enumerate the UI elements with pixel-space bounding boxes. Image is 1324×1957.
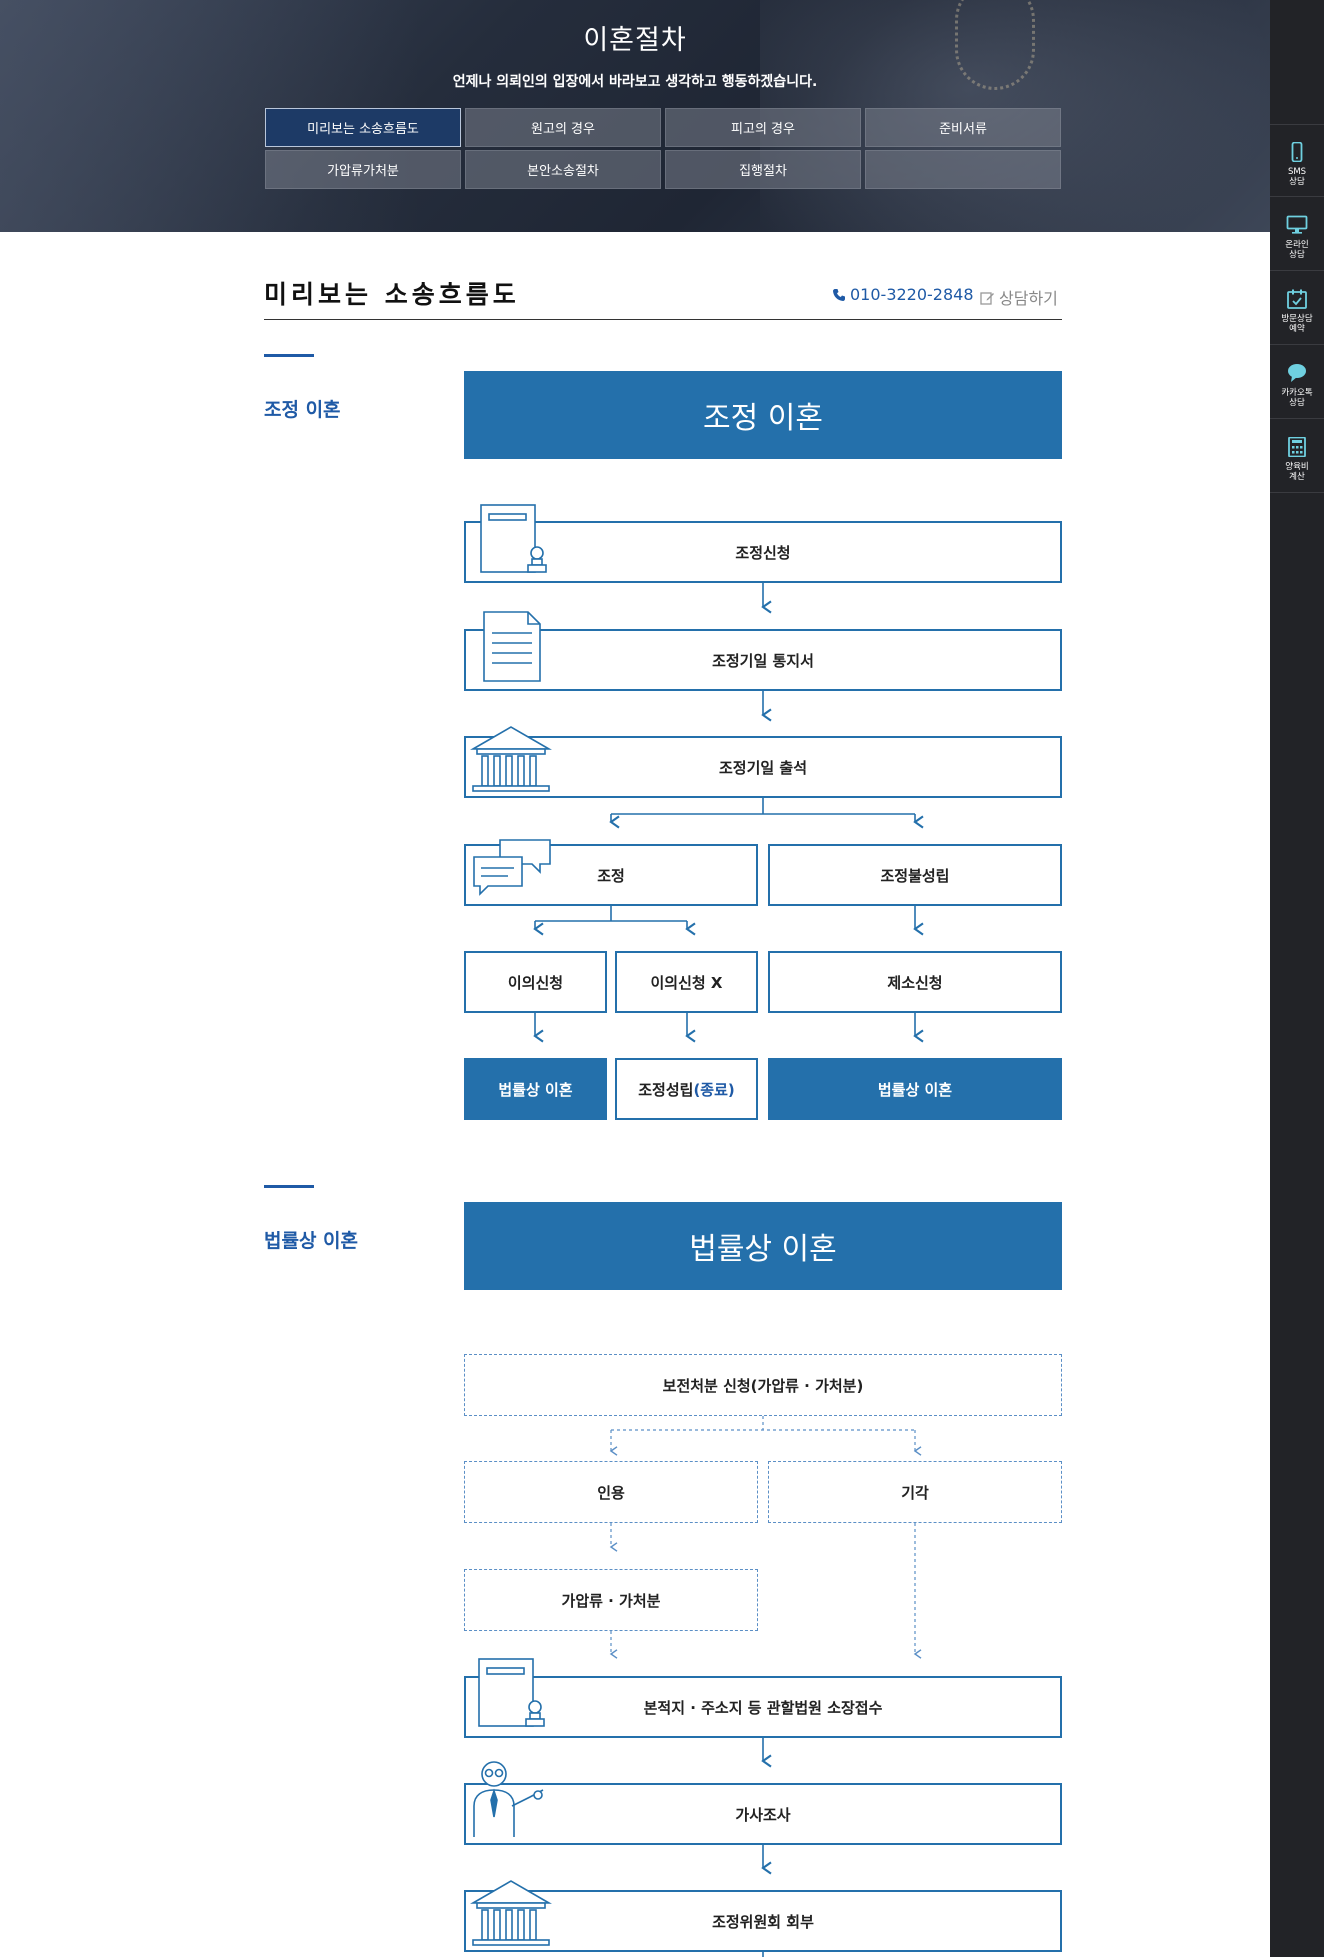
step-legal-divorce-right: 법률상 이혼	[768, 1058, 1062, 1120]
step-family-investigation: 가사조사	[464, 1783, 1062, 1845]
step-complaint-filing: 본적지 · 주소지 등 관할법원 소장접수	[464, 1676, 1062, 1738]
step-mediation-established: 조정성립(종료)	[615, 1058, 758, 1120]
section1-label: 조정 이혼	[264, 399, 341, 421]
step-mediation-attend: 조정기일 출석	[464, 736, 1062, 798]
step-no-objection: 이의신청 X	[615, 951, 758, 1013]
hero-banner: 이혼절차 언제나 의뢰인의 입장에서 바라보고 생각하고 행동하겠습니다. 미리…	[0, 0, 1270, 232]
hero-subtitle: 언제나 의뢰인의 입장에서 바라보고 생각하고 행동하겠습니다.	[452, 74, 818, 90]
hero-title: 이혼절차	[583, 25, 687, 56]
quick-online-label: 온라인 상담	[1285, 240, 1309, 260]
tab-plaintiff[interactable]: 원고의 경우	[465, 108, 661, 147]
quick-online-consult[interactable]: 온라인 상담	[1270, 198, 1324, 271]
consult-label: 상담하기	[999, 289, 1058, 308]
section1-accent-bar	[264, 354, 314, 357]
calculator-icon	[1288, 437, 1306, 457]
procedure-tabs: 미리보는 소송흐름도 원고의 경우 피고의 경우 준비서류 가압류가처분 본안소…	[265, 108, 1061, 190]
calendar-check-icon	[1287, 289, 1307, 309]
mobile-phone-icon	[1291, 142, 1303, 162]
tab-provisional-seizure[interactable]: 가압류가처분	[265, 150, 461, 189]
section2-accent-bar	[264, 1185, 314, 1188]
chat-bubble-icon	[1288, 364, 1306, 382]
tab-defendant[interactable]: 피고의 경우	[665, 108, 861, 147]
quick-kakao-consult[interactable]: 카카오톡 상담	[1270, 346, 1324, 419]
step-legal-divorce-left: 법률상 이혼	[464, 1058, 607, 1120]
established-suffix: (종료)	[693, 1080, 735, 1099]
edit-icon	[980, 291, 994, 305]
quick-calc-label: 양육비 계산	[1285, 462, 1309, 482]
section2-header: 법률상 이혼	[464, 1202, 1062, 1290]
phone-icon	[833, 288, 845, 301]
section2-label: 법률상 이혼	[264, 1230, 359, 1252]
quick-visit-label: 방문상담 예약	[1281, 314, 1313, 334]
tab-main-lawsuit[interactable]: 본안소송절차	[465, 150, 661, 189]
step-mediation-notice: 조정기일 통지서	[464, 629, 1062, 691]
tab-empty	[865, 150, 1061, 189]
step-objection: 이의신청	[464, 951, 607, 1013]
step-lawsuit-request: 제소신청	[768, 951, 1062, 1013]
quick-sms-consult[interactable]: SMS 상담	[1270, 124, 1324, 197]
step-provisional-seizure: 가압류 · 가처분	[464, 1569, 758, 1631]
step-mediation-failed: 조정불성립	[768, 844, 1062, 906]
step-accepted: 인용	[464, 1461, 758, 1523]
step-rejected: 기각	[768, 1461, 1062, 1523]
phone-number: 010-3220-2848	[850, 285, 974, 304]
phone-link[interactable]: 010-3220-2848	[832, 285, 974, 304]
step-committee-referral: 조정위원회 회부	[464, 1890, 1062, 1952]
quick-visit-reservation[interactable]: 방문상담 예약	[1270, 272, 1324, 345]
established-text: 조정성립	[638, 1080, 694, 1099]
page-title: 미리보는 소송흐름도	[264, 280, 520, 309]
quick-menu-sidebar: SMS 상담 온라인 상담 방문상담 예약 카카오톡 상담	[1270, 0, 1324, 1957]
court-badge-image	[955, 0, 1035, 90]
tab-execution[interactable]: 집행절차	[665, 150, 861, 189]
section1-header: 조정 이혼	[464, 371, 1062, 459]
step-preservation-request: 보전처분 신청(가압류 · 가처분)	[464, 1354, 1062, 1416]
tab-documents[interactable]: 준비서류	[865, 108, 1061, 147]
title-divider	[264, 319, 1062, 320]
consult-link[interactable]: 상담하기	[980, 285, 1058, 309]
tab-flowchart[interactable]: 미리보는 소송흐름도	[265, 108, 461, 147]
quick-sms-label: SMS 상담	[1287, 167, 1307, 187]
quick-child-support-calc[interactable]: 양육비 계산	[1270, 420, 1324, 493]
step-mediation: 조정	[464, 844, 758, 906]
monitor-icon	[1286, 215, 1308, 234]
step-mediation-apply: 조정신청	[464, 521, 1062, 583]
quick-kakao-label: 카카오톡 상담	[1281, 388, 1313, 408]
